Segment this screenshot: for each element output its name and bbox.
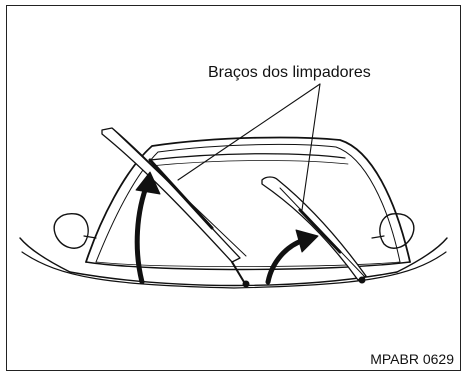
left-wiper-arm [101,127,250,288]
left-mirror [53,213,97,249]
right-mirror [371,213,415,249]
callout-label: Braços dos limpadores [208,64,371,81]
right-wiper-arm [261,176,367,284]
right-lift-arrow [265,229,319,285]
figure-code: MPABR 0629 [370,351,454,367]
windshield [85,136,411,271]
callout-leaders [177,83,321,211]
left-lift-arrow [134,171,161,285]
